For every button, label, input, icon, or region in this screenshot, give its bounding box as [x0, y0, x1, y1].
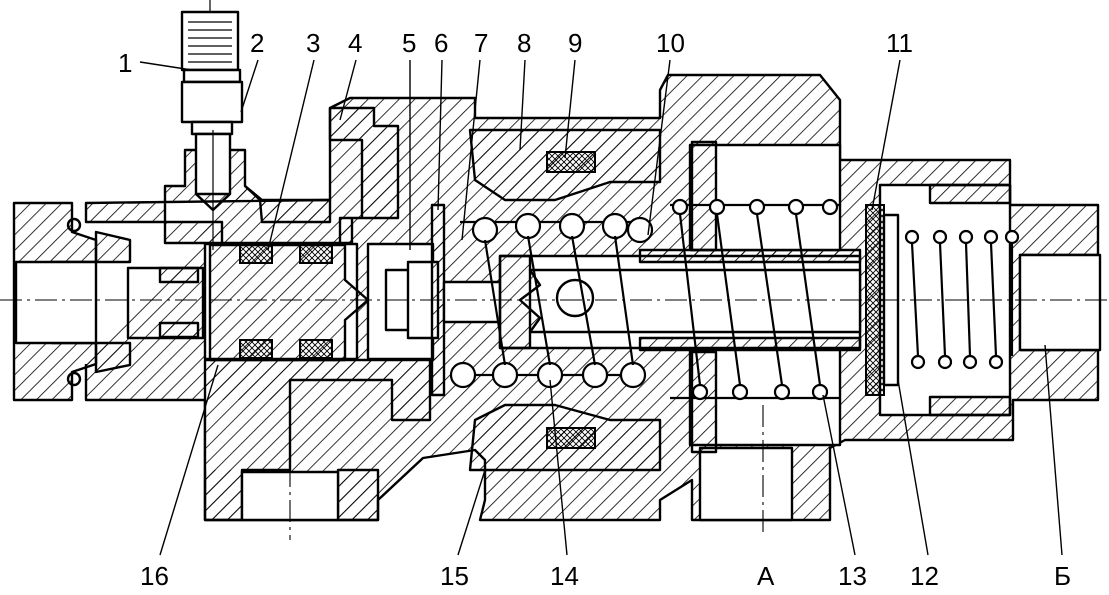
middle-spring [670, 198, 840, 401]
middle-chamber [468, 128, 662, 472]
callout-10: 10 [656, 28, 685, 58]
callout-13: 13 [838, 561, 867, 591]
leader-lines [139, 59, 1063, 556]
callout-2: 2 [250, 28, 264, 58]
callout-16: 16 [140, 561, 169, 591]
centerlines [0, 299, 1109, 540]
callout-12: 12 [910, 561, 939, 591]
callout-labels-top: 1 2 3 4 5 6 7 8 9 10 11 [118, 28, 913, 78]
callout-port-b: Б [1054, 561, 1071, 591]
callout-1: 1 [118, 48, 132, 78]
top-connector [180, 0, 244, 250]
callout-3: 3 [306, 28, 320, 58]
valve-stem [498, 248, 862, 352]
callout-8: 8 [517, 28, 531, 58]
piston [208, 243, 370, 362]
right-chamber [688, 140, 1102, 522]
callout-5: 5 [402, 28, 416, 58]
callout-15: 15 [440, 561, 469, 591]
right-spring [904, 229, 1020, 370]
callout-14: 14 [550, 561, 579, 591]
callout-labels-bottom: 16 15 14 А 13 12 Б [140, 561, 1071, 591]
callout-6: 6 [434, 28, 448, 58]
callout-11: 11 [886, 28, 913, 58]
left-spring [449, 212, 654, 389]
seat-plug [366, 203, 506, 397]
callout-9: 9 [568, 28, 582, 58]
callout-4: 4 [348, 28, 362, 58]
callout-7: 7 [474, 28, 488, 58]
callout-port-a: А [757, 561, 775, 591]
